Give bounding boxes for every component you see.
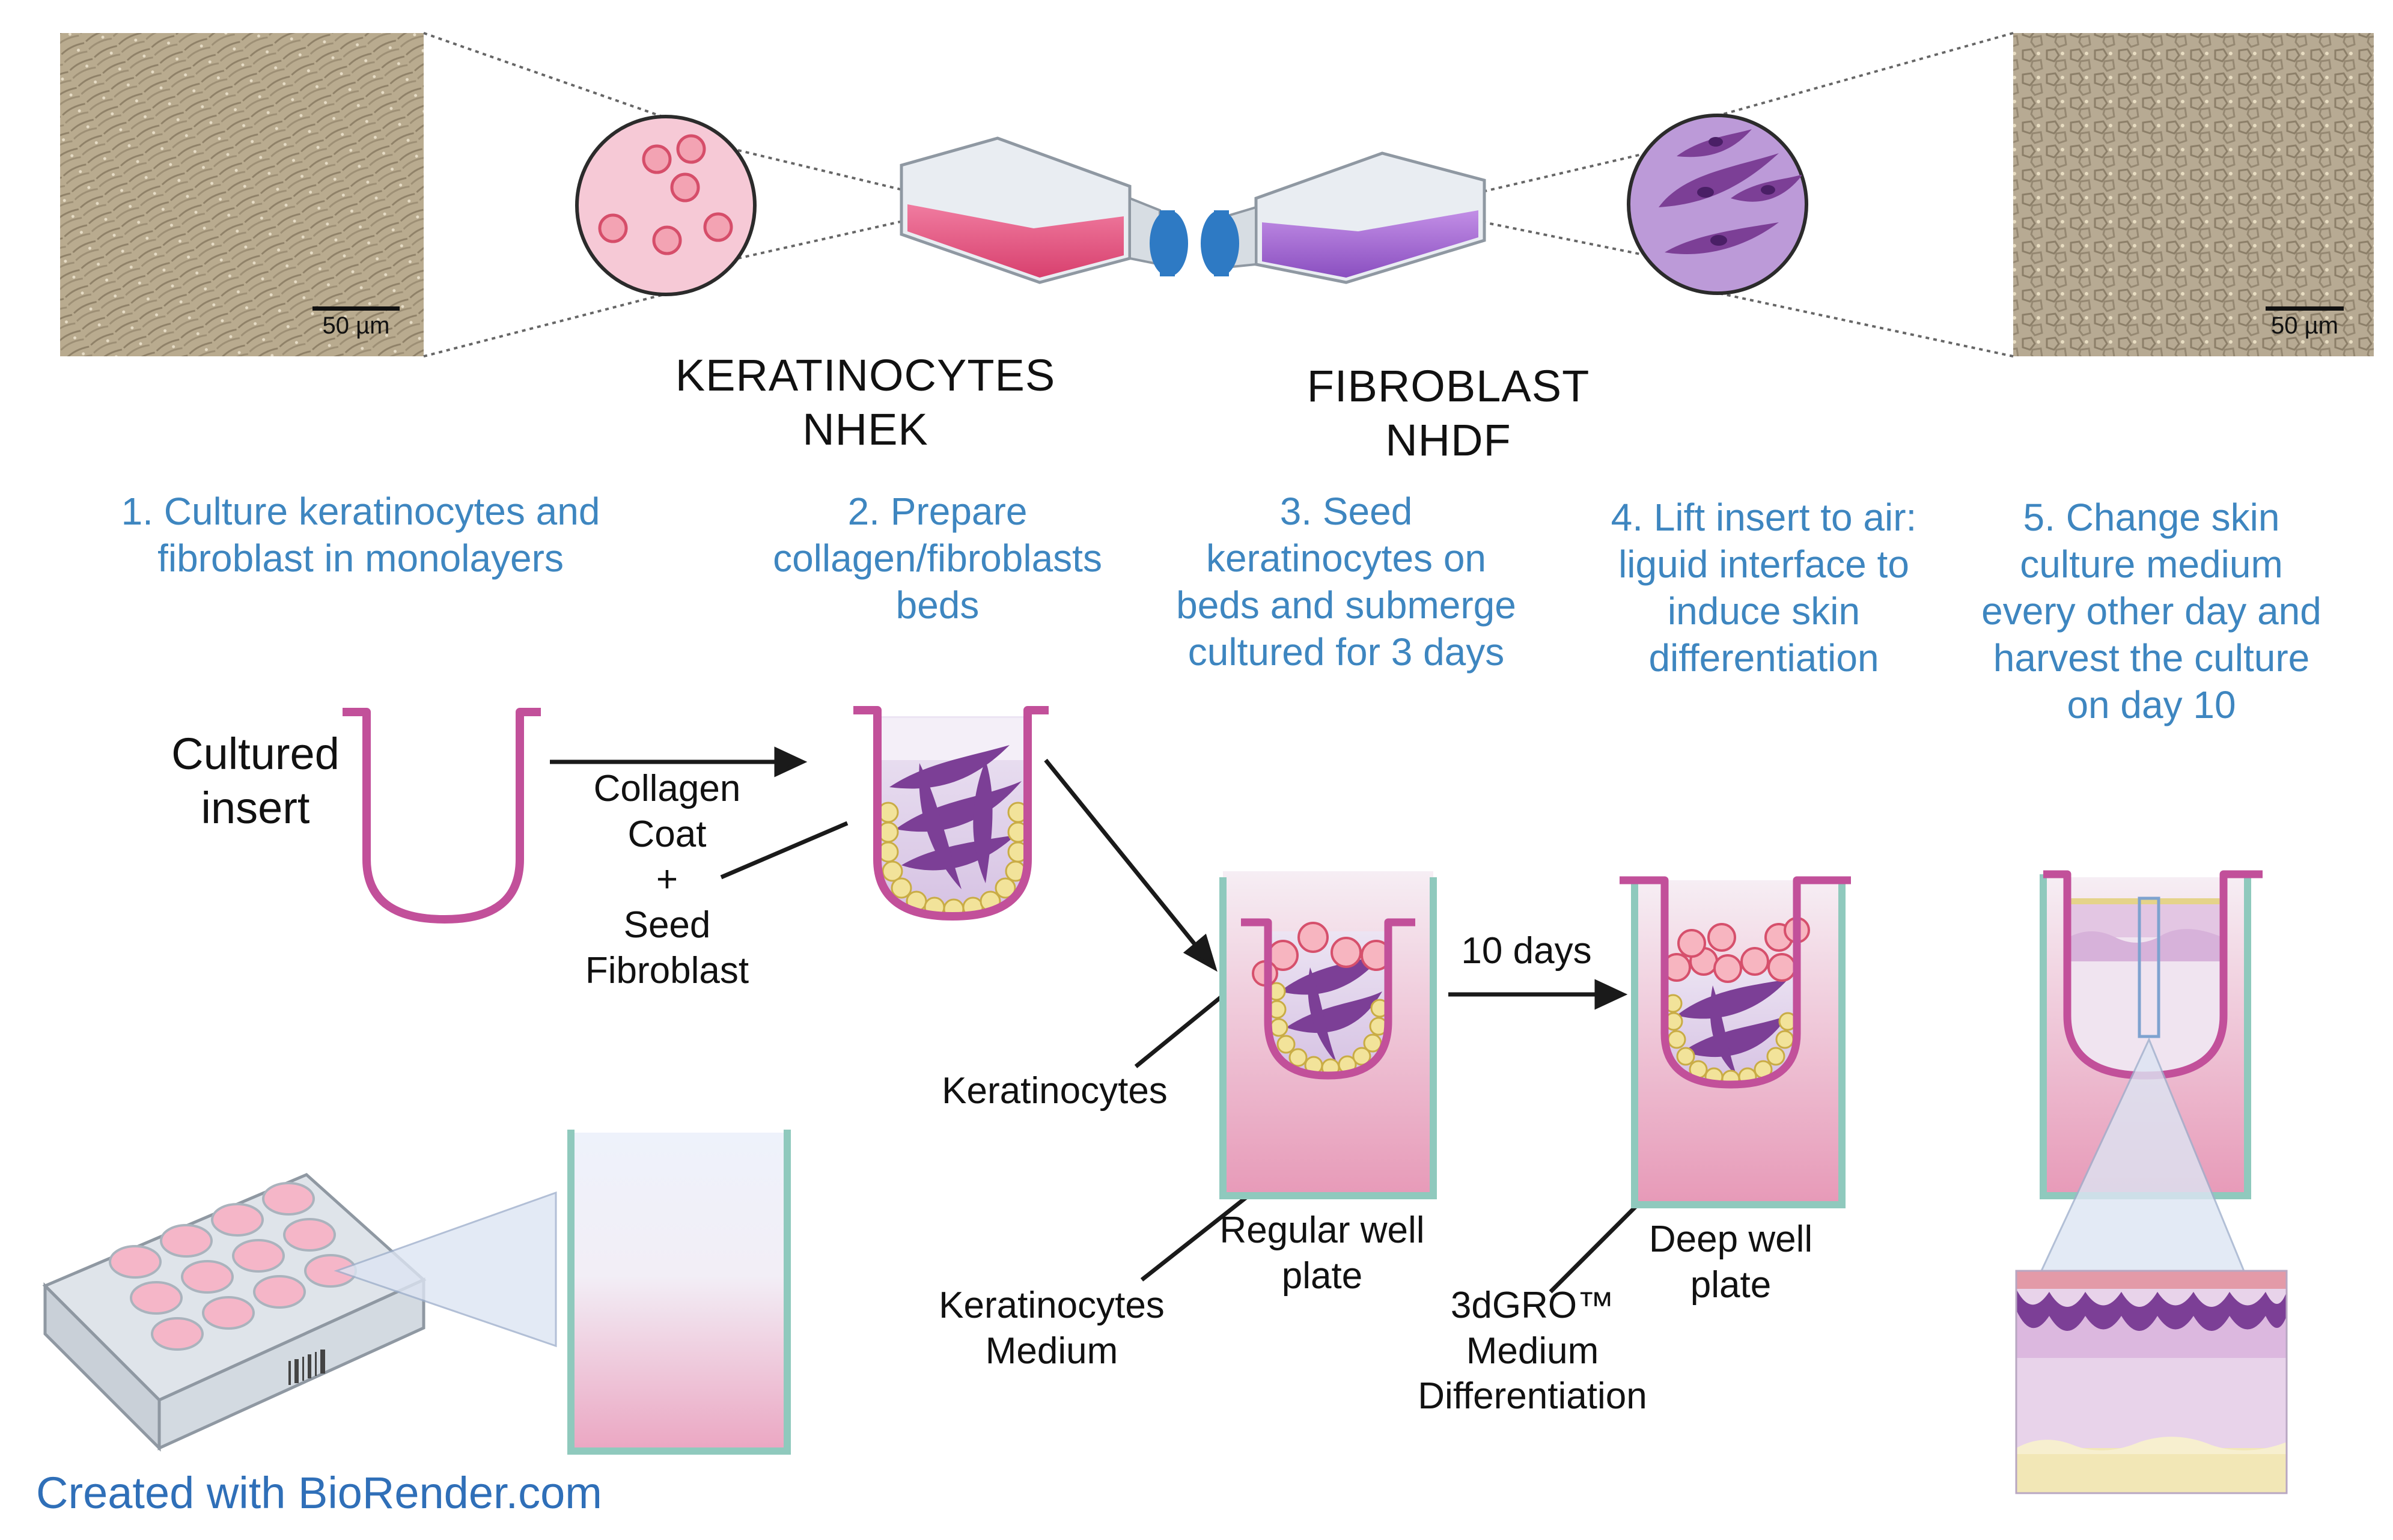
keratinocyte-magnified-circle	[575, 115, 757, 296]
regular-well-plate	[1219, 871, 1437, 1199]
zoom-lines	[423, 32, 2014, 358]
plate-zoom-cone	[334, 1191, 557, 1348]
deep-well-plate-label: Deep well plate	[1648, 1219, 1813, 1306]
collagen-coat-label: Collagen Coat + Seed Fibroblast	[585, 768, 749, 991]
scale-bar-left	[312, 306, 400, 311]
keratinocytes-title: KERATINOCYTES NHEK	[675, 350, 1056, 455]
skin-tissue-block	[2015, 1270, 2288, 1494]
step-3-label: 3. Seed keratinocytes on beds and submer…	[1176, 490, 1516, 674]
fibroblast-magnified-circle	[1627, 114, 1808, 295]
scale-bar-right	[2266, 306, 2344, 311]
keratinocytes-medium-label: Keratinocytes Medium	[939, 1285, 1165, 1372]
fibroblast-flask	[1201, 151, 1486, 284]
scale-label-right: 50 µm	[2271, 312, 2338, 339]
step-5-label: 5. Change skin culture medium every othe…	[1981, 496, 2321, 727]
keratinocyte-micrograph	[60, 33, 424, 356]
ten-days-label: 10 days	[1461, 930, 1592, 972]
fibroblast-title: FIBROBLAST NHDF	[1306, 361, 1590, 466]
cultured-insert-label: Cultured insert	[171, 729, 340, 833]
collagen-bed-insert	[853, 706, 1049, 921]
fibroblast-micrograph	[2013, 33, 2374, 356]
medium-beaker	[567, 1130, 791, 1455]
keratinocyte-flask	[900, 136, 1188, 284]
biorender-credit[interactable]: Created with BioRender.com	[36, 1468, 602, 1518]
empty-insert	[343, 708, 541, 924]
scale-label-left: 50 µm	[322, 312, 390, 339]
step-2-label: 2. Prepare collagen/fibroblasts beds	[773, 490, 1102, 627]
deep-well-plate	[1620, 876, 1851, 1208]
step-4-label: 4. Lift insert to air: liguid interface …	[1611, 496, 1917, 680]
multiwell-plate	[42, 1173, 427, 1452]
regular-well-plate-label: Regular well plate	[1219, 1210, 1425, 1297]
keratinocytes-label: Keratinocytes	[942, 1070, 1168, 1112]
step-1-label: 1. Culture keratinocytes and fibroblast …	[121, 490, 600, 580]
gro-medium-label: 3dGRO™ Medium Differentiation	[1418, 1285, 1647, 1417]
